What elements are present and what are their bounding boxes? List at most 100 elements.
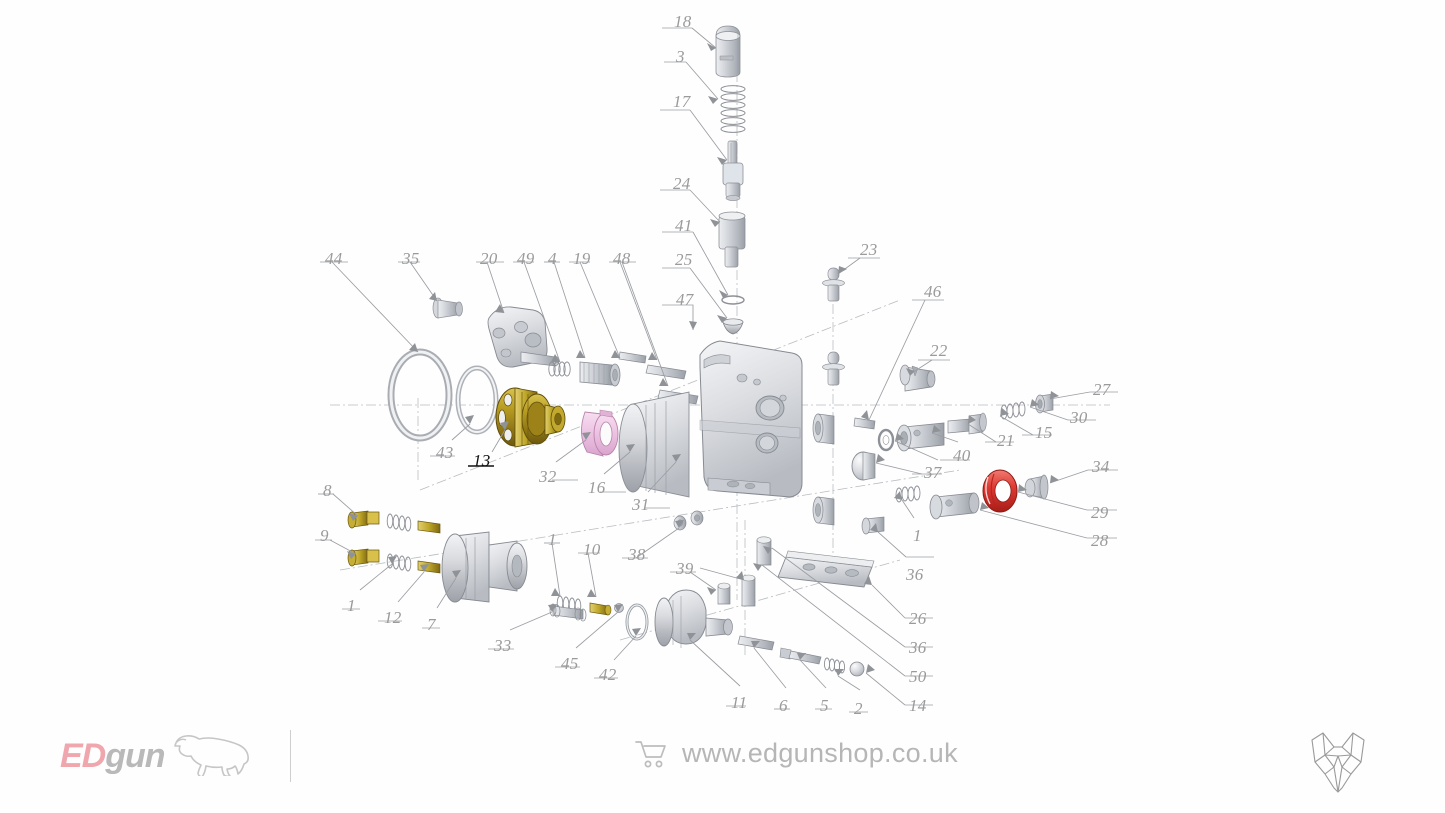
- page-footer: EDgun www.edgunshop.co.uk: [0, 718, 1445, 813]
- callout-36: 36: [906, 565, 924, 584]
- callout-14: 14: [909, 696, 927, 715]
- callout-1: 1: [913, 526, 922, 545]
- leader-arrowheads: [347, 43, 1059, 676]
- callout-36: 36: [909, 638, 927, 657]
- callout-40: 40: [953, 446, 971, 465]
- edgun-logo: EDgun: [60, 735, 249, 776]
- part-34-cap: [1024, 474, 1049, 500]
- callout-8: 8: [323, 481, 332, 500]
- callout-49: 49: [517, 249, 535, 268]
- part-39-cylinder: [717, 582, 731, 605]
- logo-text-ed: ED: [60, 737, 106, 775]
- callout-45: 45: [561, 654, 579, 673]
- part-5-rod: [779, 647, 822, 665]
- callout-17: 17: [673, 92, 691, 111]
- callout-46: 46: [924, 282, 942, 301]
- logo-text-gun: gun: [105, 737, 165, 775]
- callout-39: 39: [676, 559, 694, 578]
- callout-12: 12: [384, 608, 402, 627]
- callout-48: 48: [613, 249, 631, 268]
- callout-5: 5: [820, 696, 829, 715]
- part-36-cylinder-2: [756, 536, 772, 566]
- part-15-spring: [1000, 401, 1026, 420]
- callout-1: 1: [548, 530, 557, 549]
- callout-30: 30: [1070, 408, 1088, 427]
- part-1-spring-right: [895, 485, 921, 503]
- part-8-brass-fitting: [347, 510, 441, 534]
- callout-11: 11: [731, 693, 748, 712]
- callout-22: 22: [930, 341, 948, 360]
- callout-15: 15: [1035, 423, 1053, 442]
- callout-32: 32: [539, 467, 557, 486]
- callout-26: 26: [909, 609, 927, 628]
- part-23-flanged-pin-upper: [822, 267, 845, 302]
- callout-25: 25: [675, 250, 693, 269]
- callout-2: 2: [854, 699, 863, 718]
- part-11-bell-body: [654, 589, 733, 648]
- part-35-flanged-pin: [432, 297, 463, 319]
- callout-43: 43: [436, 443, 454, 462]
- callout-35: 35: [402, 249, 420, 268]
- callout-19: 19: [573, 249, 591, 268]
- callout-44: 44: [325, 249, 343, 268]
- part-50-cylinder: [741, 574, 756, 607]
- part-37-plug: [851, 451, 876, 481]
- shopping-cart-icon: [635, 740, 666, 767]
- callout-16: 16: [588, 478, 606, 497]
- callout-34: 34: [1092, 457, 1110, 476]
- callout-37: 37: [924, 463, 942, 482]
- part-13-brass-valve-assembly: [495, 387, 566, 448]
- callout-6: 6: [779, 696, 788, 715]
- callout-47: 47: [676, 290, 694, 309]
- callout-23: 23: [860, 240, 878, 259]
- part-25-cone-seal: [722, 318, 744, 335]
- part-10-screw: [589, 602, 612, 616]
- callout-41: 41: [675, 216, 693, 235]
- part-32-pink-collar: [581, 409, 619, 457]
- callout-13: 13: [473, 451, 491, 470]
- part-23-flanged-pin-lower: [822, 351, 845, 386]
- callout-18: 18: [674, 12, 692, 31]
- callout-31: 31: [632, 495, 650, 514]
- part-26-rail: [777, 550, 875, 588]
- part-3-spring: [720, 85, 746, 133]
- callout-4: 4: [548, 249, 557, 268]
- part-21-rod: [947, 412, 987, 435]
- part-14-ball: [849, 661, 865, 677]
- callout-9: 9: [320, 526, 329, 545]
- part-16-31-main-cylinder: [618, 391, 690, 498]
- callout-7: 7: [427, 615, 436, 634]
- callout-underlines: [315, 27, 1118, 713]
- callout-3: 3: [676, 47, 685, 66]
- part-20-cast-bracket: [487, 306, 560, 368]
- geometric-wolf-head-icon: [1311, 732, 1365, 793]
- part-44-large-oring: [387, 348, 453, 442]
- callout-10: 10: [583, 540, 601, 559]
- part-18-cap: [715, 25, 741, 78]
- part-28-body: [929, 492, 980, 520]
- part-24-cylinder: [718, 211, 746, 268]
- part-29-red-coil: [982, 469, 1018, 513]
- callout-38: 38: [628, 545, 646, 564]
- callout-24: 24: [673, 174, 691, 193]
- leader-lines: [329, 27, 1091, 706]
- part-33-turnbuckle: [549, 603, 587, 622]
- part-40-barrel-piece: [896, 422, 945, 452]
- callout-28: 28: [1091, 531, 1109, 550]
- callout-42: 42: [599, 665, 617, 684]
- part-48-pins: [618, 351, 647, 364]
- shop-url-block[interactable]: www.edgunshop.co.uk: [634, 738, 958, 769]
- part-36-cylinder: [861, 516, 885, 535]
- callout-27: 27: [1093, 380, 1111, 399]
- main-receiver-body: [699, 340, 835, 526]
- callout-50: 50: [909, 667, 927, 686]
- callout-21: 21: [997, 431, 1015, 450]
- part-38-pieces: [673, 510, 704, 531]
- part-41-oring: [721, 295, 745, 305]
- callout-20: 20: [480, 249, 498, 268]
- part-37-washer: [877, 428, 895, 452]
- callout-29: 29: [1091, 503, 1109, 522]
- callout-1: 1: [347, 596, 356, 615]
